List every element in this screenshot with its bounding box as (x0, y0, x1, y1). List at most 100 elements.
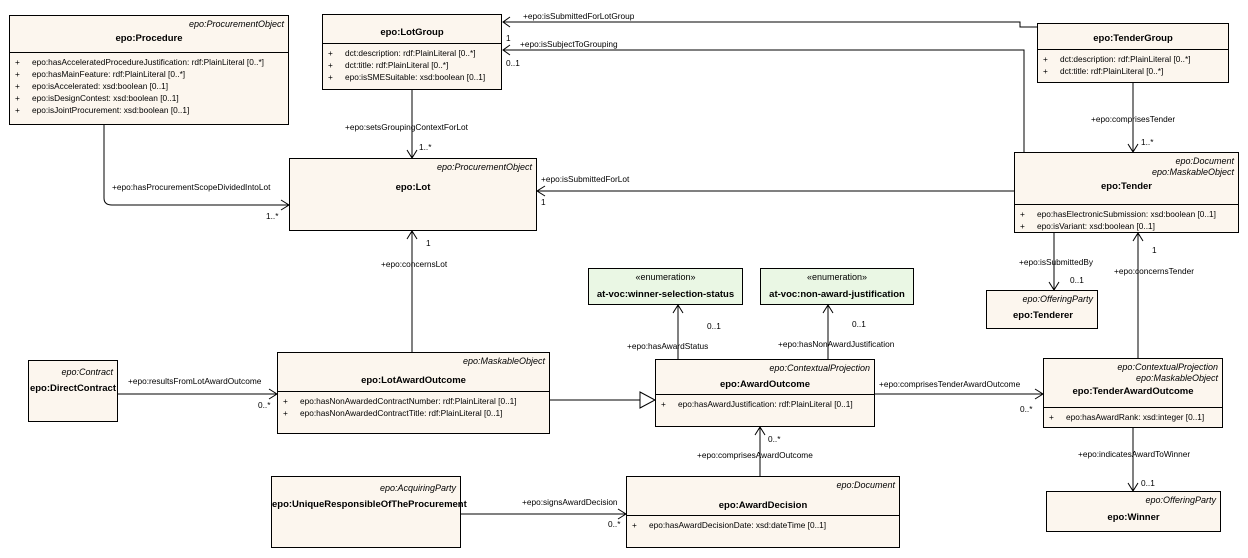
role-label: +epo:signsAwardDecision (522, 497, 618, 507)
stereotype: epo:MaskableObject (462, 356, 545, 366)
attribute: +epo:hasAwardRank: xsd:integer [0..1] (1049, 412, 1205, 422)
class-lot[interactable]: epo:ProcurementObject epo:Lot (289, 158, 537, 231)
attribute: +epo:hasNonAwardedContractNumber: rdf:Pl… (283, 396, 517, 406)
attribute-list: +epo:hasAwardJustification: rdf:PlainLit… (656, 394, 874, 410)
attribute-list: +epo:hasNonAwardedContractNumber: rdf:Pl… (278, 391, 549, 419)
attribute: +dct:description: rdf:PlainLiteral [0..*… (1043, 54, 1191, 64)
role-label: +epo:isSubmittedBy (1019, 257, 1094, 267)
multiplicity: 1..* (1141, 137, 1154, 147)
role-label: +epo:hasAwardStatus (627, 341, 709, 351)
class-tender[interactable]: epo:Document epo:MaskableObject epo:Tend… (1014, 152, 1239, 233)
attribute: +epo:isAccelerated: xsd:boolean [0..1] (15, 81, 169, 91)
attribute: +epo:hasElectronicSubmission: xsd:boolea… (1020, 209, 1216, 219)
multiplicity: 1 (1152, 245, 1157, 255)
multiplicity: 1..* (266, 211, 279, 221)
multiplicity: 0..* (608, 519, 621, 529)
attribute: +epo:hasNonAwardedContractTitle: rdf:Pla… (283, 408, 503, 418)
class-name: epo:Winner (1107, 512, 1160, 523)
attribute: +dct:description: rdf:PlainLiteral [0..*… (328, 48, 476, 58)
multiplicity: 1 (506, 33, 511, 43)
class-directcontract[interactable]: epo:Contract epo:DirectContract (28, 360, 118, 422)
stereotype: epo:Contract (61, 367, 113, 377)
class-name: epo:LotGroup (380, 27, 444, 38)
role-label: +epo:comprisesTenderAwardOutcome (879, 379, 1021, 389)
class-name: epo:AwardDecision (718, 500, 808, 511)
role-label: +epo:isSubmittedForLot (541, 174, 630, 184)
stereotype: epo:ContextualProjection (1117, 362, 1218, 372)
attribute-list: +epo:hasAcceleratedProcedureJustificatio… (10, 52, 288, 116)
multiplicity: 0..* (1020, 404, 1033, 414)
class-name: epo:Tenderer (1013, 310, 1074, 321)
class-name: epo:LotAwardOutcome (361, 375, 466, 386)
multiplicity: 1..* (419, 142, 432, 152)
class-name: epo:AwardOutcome (719, 379, 811, 390)
arrowhead-award-status (672, 304, 684, 314)
stereotype: epo:ProcurementObject (188, 19, 284, 29)
role-label: +epo:resultsFromLotAwardOutcome (128, 376, 262, 386)
attribute-list: +epo:hasElectronicSubmission: xsd:boolea… (1015, 204, 1238, 232)
stereotype: epo:ContextualProjection (769, 363, 870, 373)
arrowhead-non-award (822, 304, 834, 314)
class-name: epo:TenderAwardOutcome (1072, 386, 1194, 397)
class-name: epo:TenderGroup (1093, 33, 1173, 44)
class-tenderer[interactable]: epo:OfferingParty epo:Tenderer (986, 290, 1098, 329)
attribute-list: +epo:hasAwardRank: xsd:integer [0..1] (1044, 407, 1222, 423)
class-name: epo:Lot (395, 182, 431, 193)
attribute: +dct:title: rdf:PlainLiteral [0..*] (1043, 66, 1164, 76)
multiplicity: 0..1 (852, 319, 866, 329)
role-label: +epo:comprisesAwardOutcome (697, 450, 813, 460)
stereotype: epo:AcquiringParty (379, 483, 456, 493)
enum-non-award-justification[interactable]: «enumeration» at-voc:non-award-justifica… (760, 268, 914, 305)
attribute-list: +epo:hasAwardDecisionDate: xsd:dateTime … (627, 515, 899, 531)
stereotype: epo:Document (1175, 156, 1234, 166)
attribute: +epo:isVariant: xsd:boolean [0..1] (1020, 221, 1155, 231)
enum-winner-selection-status[interactable]: «enumeration» at-voc:winner-selection-st… (588, 268, 743, 305)
role-label: +epo:indicatesAwardToWinner (1078, 449, 1191, 459)
attribute: +epo:isSMESuitable: xsd:boolean [0..1] (328, 72, 486, 82)
class-lotawardoutcome[interactable]: epo:MaskableObject epo:LotAwardOutcome +… (277, 352, 550, 434)
multiplicity: 1 (426, 238, 431, 248)
stereotype: epo:MaskableObject (1135, 373, 1218, 383)
multiplicity: 0..1 (506, 58, 520, 68)
attribute-list: +dct:description: rdf:PlainLiteral [0..*… (1038, 49, 1228, 77)
role-label: +epo:isSubjectToGrouping (520, 39, 618, 49)
multiplicity: 0..* (768, 434, 781, 444)
stereotype: epo:ProcurementObject (436, 162, 532, 172)
stereotype: «enumeration» (635, 272, 696, 282)
class-awarddecision[interactable]: epo:Document epo:AwardDecision +epo:hasA… (626, 476, 900, 548)
attribute: +epo:hasAwardJustification: rdf:PlainLit… (661, 399, 853, 409)
stereotype: epo:MaskableObject (1151, 167, 1234, 177)
arrowhead-concerns-lot (406, 230, 418, 240)
arrowhead-submitted-lot (536, 185, 546, 197)
role-label: +epo:hasProcurementScopeDividedIntoLot (112, 182, 271, 192)
stereotype: «enumeration» (806, 272, 868, 282)
attribute: +epo:isJointProcurement: xsd:boolean [0.… (15, 105, 190, 115)
attribute: +dct:title: rdf:PlainLiteral [0..*] (328, 60, 449, 70)
class-name: epo:Tender (1100, 181, 1153, 192)
attribute: +epo:hasMainFeature: rdf:PlainLiteral [0… (15, 69, 186, 79)
class-name: epo:UniqueResponsibleOfTheProcurement (272, 499, 467, 510)
stereotype: epo:OfferingParty (1022, 294, 1093, 304)
edge-subject-grouping (503, 49, 1025, 152)
class-tendergroup[interactable]: epo:TenderGroup +dct:description: rdf:Pl… (1037, 23, 1229, 83)
role-label: +epo:isSubmittedForLotGroup (523, 11, 635, 21)
class-name: epo:DirectContract (29, 383, 117, 394)
class-lotgroup[interactable]: epo:LotGroup +dct:description: rdf:Plain… (322, 14, 502, 90)
multiplicity: 1 (541, 197, 546, 207)
class-name: at-voc:winner-selection-status (596, 289, 735, 300)
stereotype: epo:Document (836, 480, 895, 490)
class-uniqueresponsible[interactable]: epo:AcquiringParty epo:UniqueResponsible… (271, 476, 467, 548)
generalization-triangle (639, 391, 657, 409)
class-winner[interactable]: epo:OfferingParty epo:Winner (1046, 491, 1221, 532)
class-awardoutcome[interactable]: epo:ContextualProjection epo:AwardOutcom… (655, 359, 875, 427)
multiplicity: 0..1 (707, 321, 721, 331)
class-tenderawardoutcome[interactable]: epo:ContextualProjection epo:MaskableObj… (1043, 358, 1223, 428)
class-procedure[interactable]: epo:ProcurementObject epo:Procedure +epo… (9, 15, 289, 125)
edge-scope-divided (103, 124, 289, 206)
role-label: +epo:concernsTender (1114, 266, 1195, 276)
multiplicity: 0..1 (1070, 275, 1084, 285)
attribute-list: +dct:description: rdf:PlainLiteral [0..*… (323, 43, 501, 83)
role-label: +epo:setsGroupingContextForLot (345, 122, 468, 132)
